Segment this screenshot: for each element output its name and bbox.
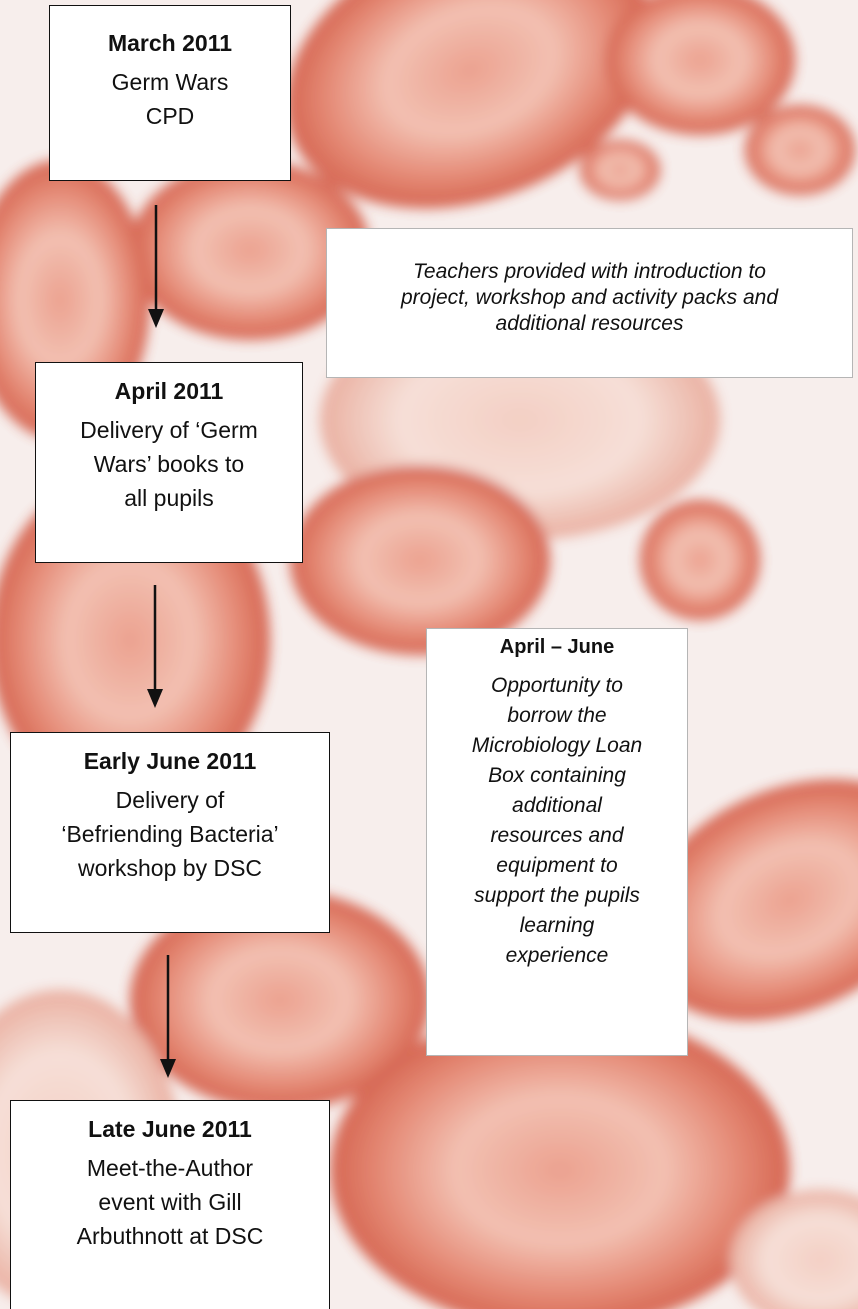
note-heading: April – June <box>499 636 615 658</box>
note-line: resources and <box>490 824 624 847</box>
timeline-box-early-june-2011: Early June 2011 Delivery of ‘Befriending… <box>10 732 330 933</box>
note-line: borrow the <box>507 704 607 727</box>
note-line: Box containing <box>488 764 626 787</box>
timeline-date: March 2011 <box>107 30 233 56</box>
timeline-desc-line: Wars’ books to <box>93 451 245 477</box>
timeline-desc-line: workshop by DSC <box>77 855 263 881</box>
note-teachers-resources: Teachers provided with introduction to p… <box>326 228 853 378</box>
note-line: project, workshop and activity packs and <box>400 286 779 309</box>
timeline-date: Early June 2011 <box>83 748 257 774</box>
timeline-desc-line: ‘Befriending Bacteria’ <box>61 821 279 847</box>
note-loan-box: April – June Opportunity to borrow the M… <box>426 628 688 1056</box>
down-arrow-icon <box>160 955 176 1078</box>
down-arrow-icon <box>147 585 163 708</box>
timeline-box-march-2011: March 2011 Germ Wars CPD <box>49 5 291 181</box>
note-line: additional <box>512 794 602 817</box>
timeline-box-late-june-2011: Late June 2011 Meet-the-Author event wit… <box>10 1100 330 1309</box>
note-line: Microbiology Loan <box>471 734 643 757</box>
note-line: support the pupils <box>474 884 640 907</box>
note-line: equipment to <box>496 854 618 877</box>
note-line: learning <box>519 914 595 937</box>
timeline-desc-line: Arbuthnott at DSC <box>76 1223 264 1249</box>
timeline-date: Late June 2011 <box>88 1116 252 1142</box>
down-arrow-icon <box>148 205 164 328</box>
timeline-box-april-2011: April 2011 Delivery of ‘Germ Wars’ books… <box>35 362 303 563</box>
note-line: Teachers provided with introduction to <box>413 260 766 283</box>
note-line: experience <box>505 944 609 967</box>
timeline-date: April 2011 <box>114 378 224 404</box>
timeline-desc-line: Delivery of <box>115 787 225 813</box>
timeline-desc-line: Delivery of ‘Germ <box>80 417 258 443</box>
timeline-desc-line: Germ Wars <box>111 69 229 95</box>
timeline-desc-line: CPD <box>145 103 195 129</box>
note-line: additional resources <box>495 312 684 335</box>
note-line: Opportunity to <box>491 674 623 697</box>
timeline-desc-line: event with Gill <box>98 1189 242 1215</box>
timeline-desc-line: Meet-the-Author <box>86 1155 254 1181</box>
timeline-desc-line: all pupils <box>124 485 214 511</box>
